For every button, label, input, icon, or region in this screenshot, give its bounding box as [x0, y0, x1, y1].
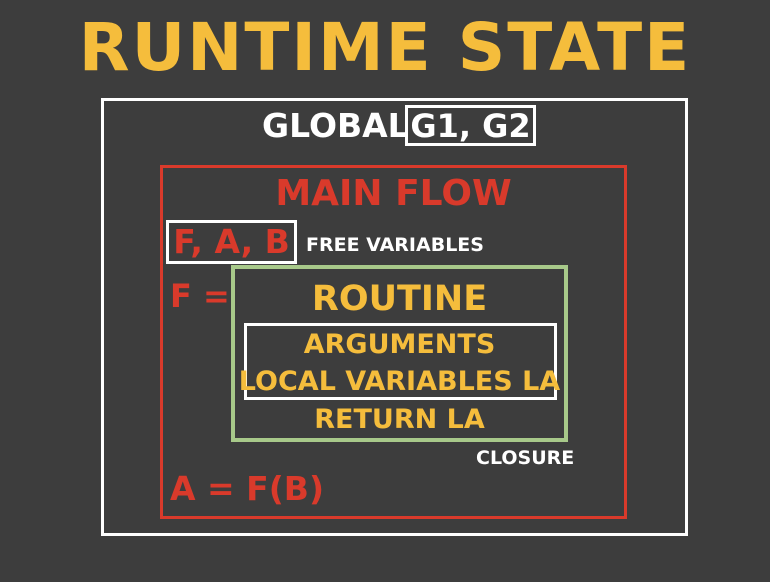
- main-flow-box: [160, 165, 627, 519]
- arguments-label: ARGUMENTS: [303, 329, 496, 360]
- routine-title: ROUTINE: [311, 279, 488, 319]
- diagram-title: RUNTIME STATE: [78, 9, 692, 86]
- global-scope-box: [101, 98, 688, 536]
- f-assignment: F =: [170, 277, 230, 315]
- closure-label: CLOSURE: [476, 447, 575, 469]
- global-label: GLOBAL: [262, 106, 409, 145]
- routine-box: [231, 265, 568, 442]
- main-flow-title: MAIN FLOW: [275, 173, 512, 214]
- free-vars-label: FREE VARIABLES: [306, 234, 484, 256]
- local-variables-label: LOCAL VARIABLES LA: [238, 366, 561, 397]
- locals-box: [244, 323, 557, 400]
- global-vars-box: G1, G2: [405, 105, 536, 146]
- free-vars-box: F, A, B: [166, 220, 297, 264]
- return-label: RETURN LA: [314, 404, 485, 435]
- a-assignment: A = F(B): [170, 469, 325, 508]
